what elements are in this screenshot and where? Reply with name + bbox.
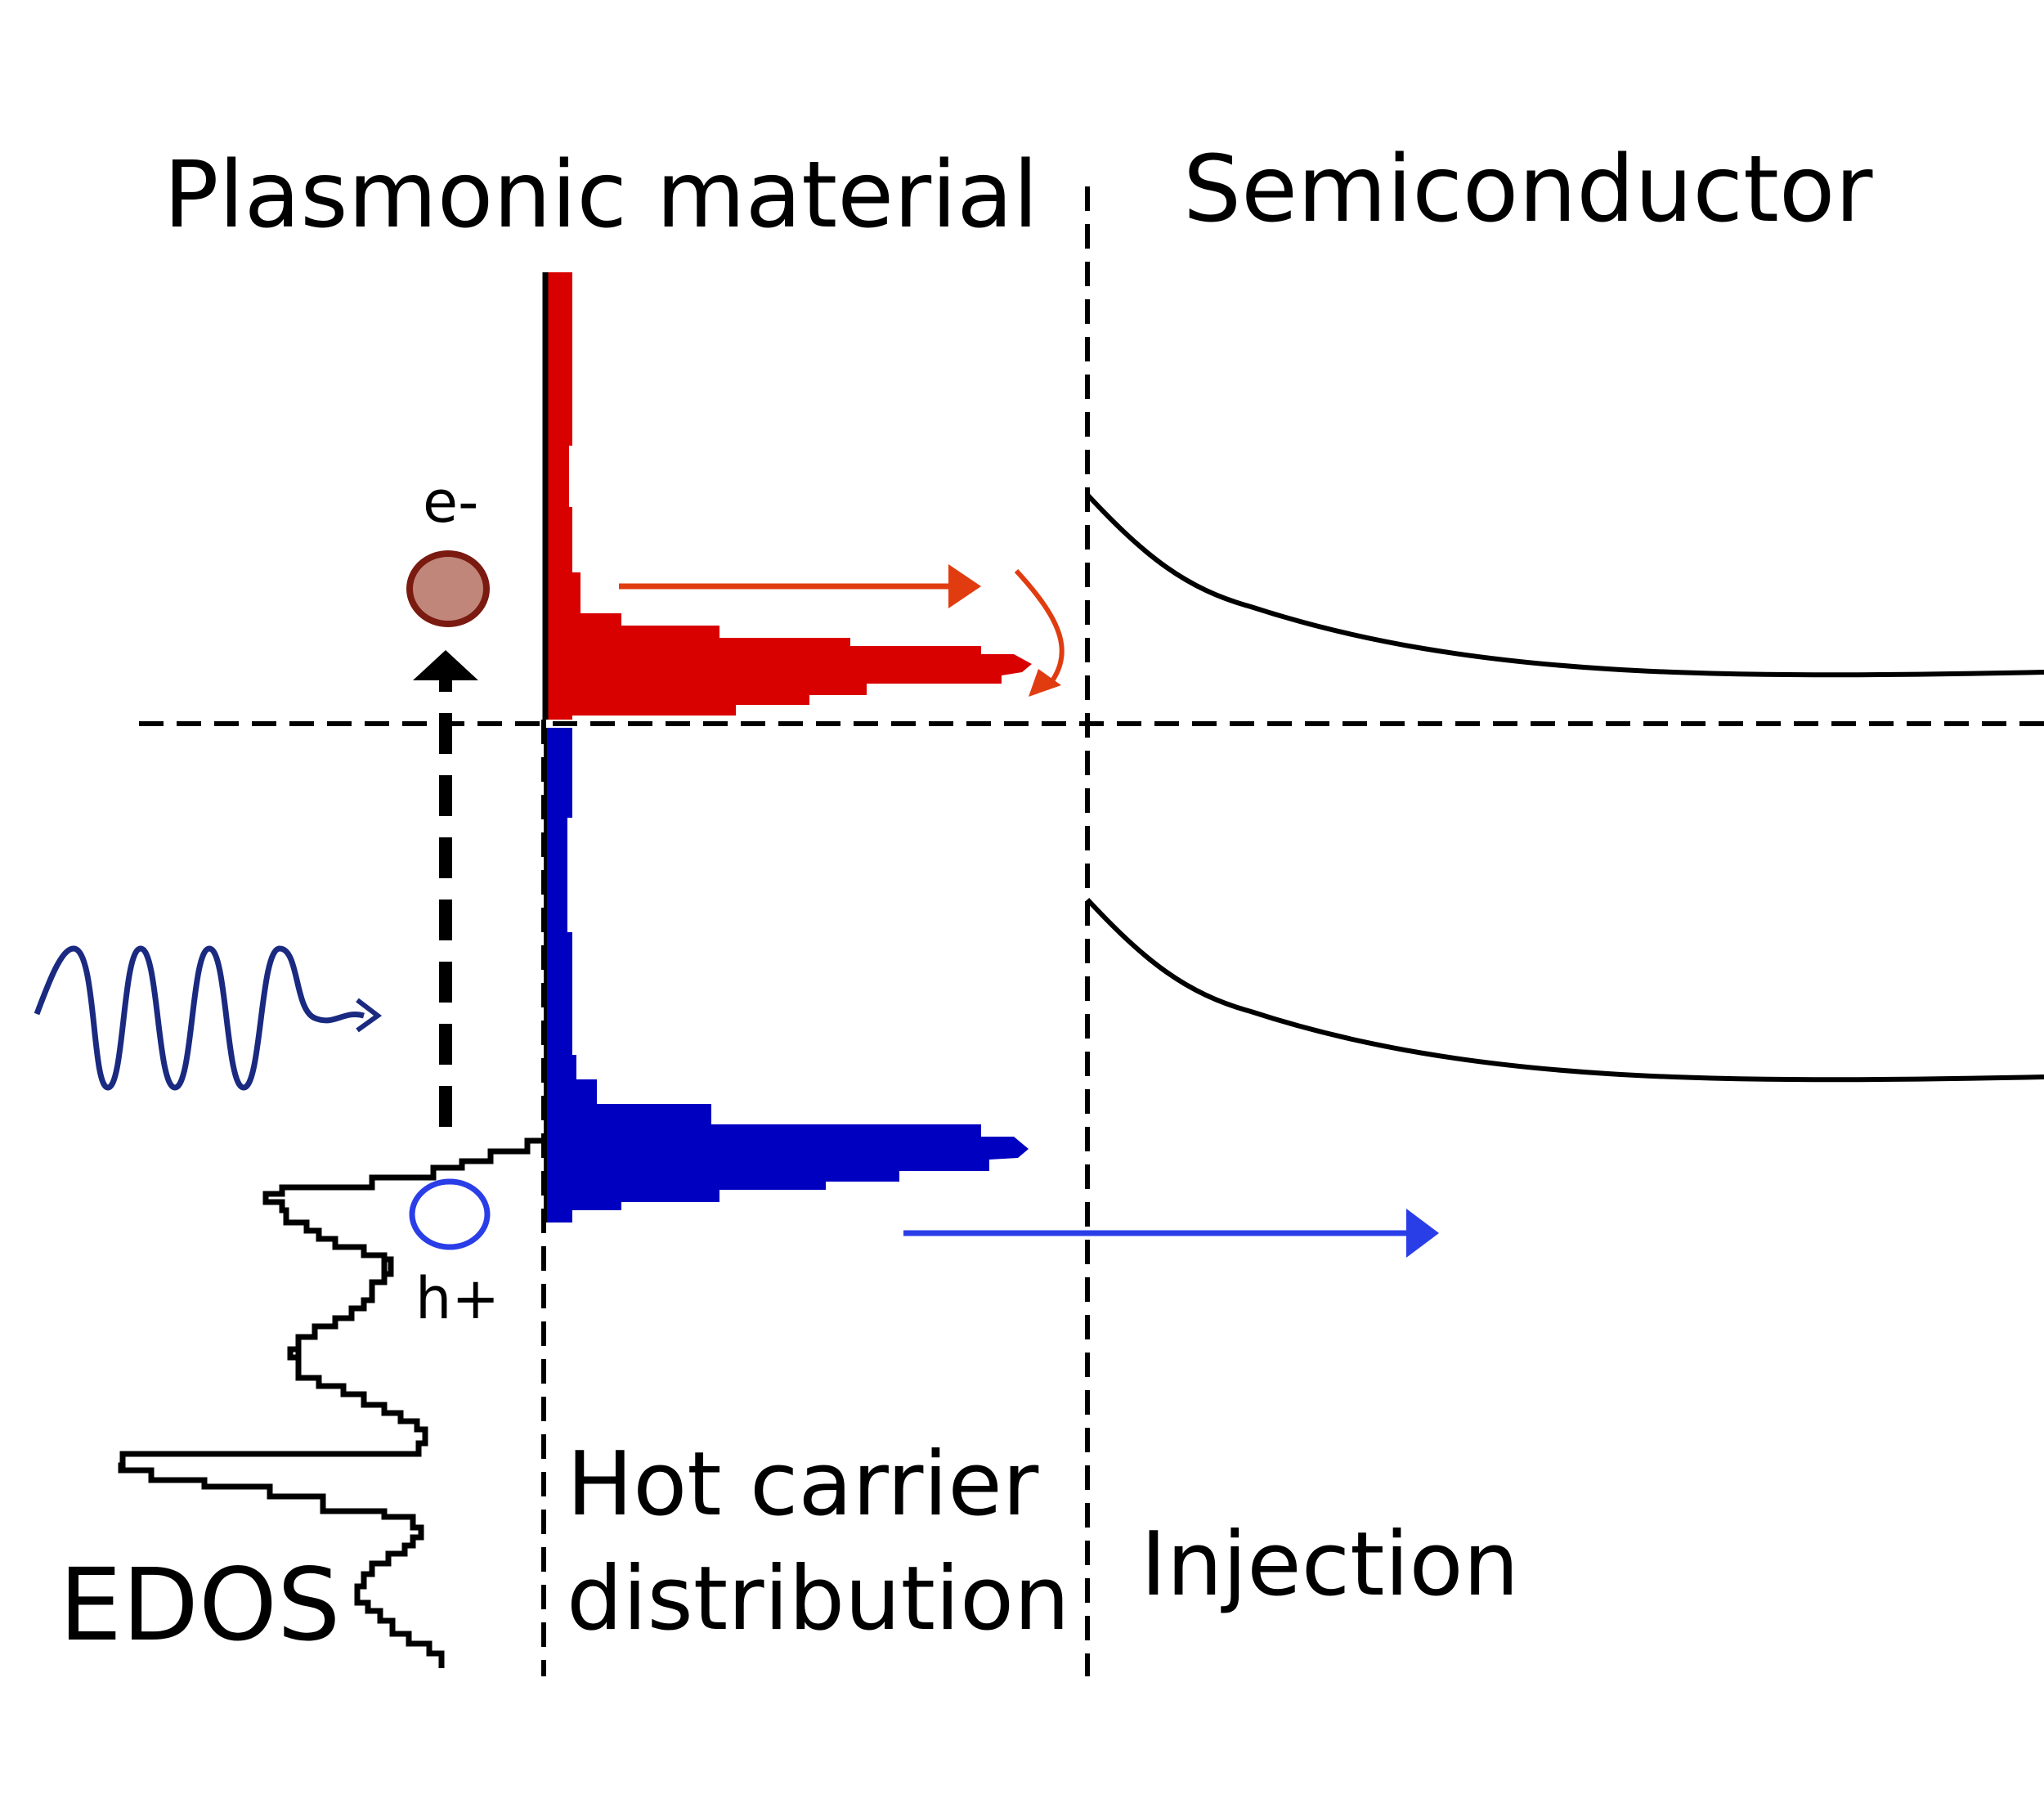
hole-injection-arrowhead — [1406, 1209, 1439, 1258]
plasmonic-material-title: Plasmonic material — [164, 142, 1038, 249]
photon-wave-icon — [34, 945, 365, 1091]
injection-label: Injection — [1141, 1514, 1519, 1616]
edos-curve — [118, 1137, 544, 1668]
excitation-arrowhead-icon — [413, 650, 478, 680]
electron-transfer-arrowhead — [948, 564, 981, 608]
hole-label: h+ — [415, 1265, 500, 1332]
electron-reflection-arrowhead — [1029, 669, 1061, 697]
valence-band-curve — [1085, 897, 2044, 1083]
electron-particle — [406, 550, 490, 627]
electron-distribution — [545, 272, 1032, 720]
hot-carrier-label-line1: Hot carrier — [567, 1433, 1039, 1536]
photon-arrowhead-icon — [356, 998, 383, 1033]
semiconductor-title: Semiconductor — [1183, 137, 1873, 243]
hot-carrier-label-line2: distribution — [567, 1548, 1069, 1650]
conduction-band-curve — [1085, 492, 2044, 678]
electron-label: e- — [423, 469, 478, 536]
hole-particle — [409, 1178, 491, 1250]
hole-distribution — [545, 728, 1029, 1223]
electron-reflection-arrow — [1014, 568, 1065, 690]
edos-label: EDOS — [59, 1547, 341, 1663]
